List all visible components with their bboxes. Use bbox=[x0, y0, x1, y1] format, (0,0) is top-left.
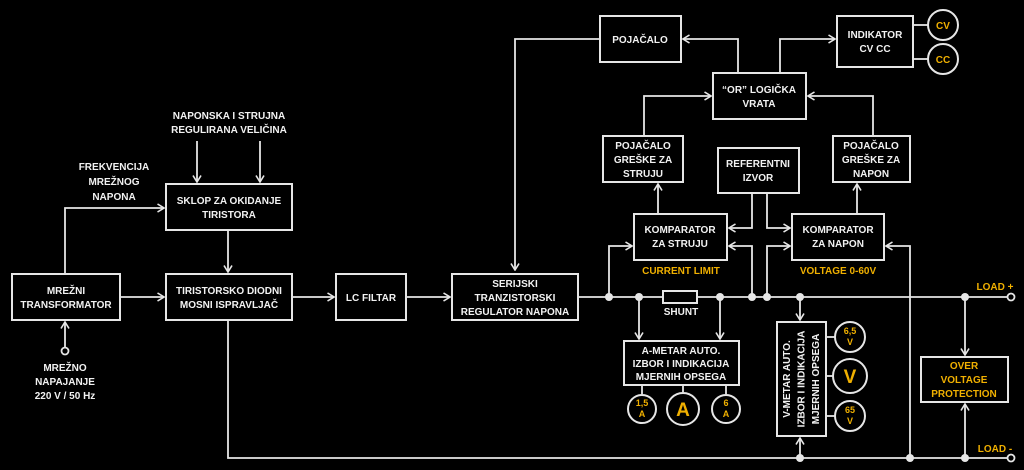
load-plus-terminal bbox=[1006, 292, 1016, 302]
block-pojacalo: POJAČALO bbox=[599, 15, 682, 63]
junction-dot bbox=[961, 454, 969, 462]
shunt-resistor bbox=[662, 290, 698, 304]
junction-dot bbox=[961, 293, 969, 301]
svg-text:6A: 6A bbox=[723, 398, 730, 419]
junction-dot bbox=[796, 454, 804, 462]
mains-input-terminal bbox=[60, 346, 70, 356]
wires bbox=[64, 24, 1008, 459]
svg-text:6,5V: 6,5V bbox=[844, 326, 857, 347]
load-plus-label: LOAD + bbox=[977, 282, 1014, 293]
wire-or-to-amplifier bbox=[683, 39, 739, 73]
junction-dot bbox=[605, 293, 613, 301]
junction-dot bbox=[763, 293, 771, 301]
voltage-range-label: VOLTAGE 0-60V bbox=[800, 266, 877, 277]
junction-dot bbox=[748, 293, 756, 301]
svg-text:V: V bbox=[844, 367, 857, 388]
wire-bus-to-voltage-comparator-left bbox=[766, 246, 790, 297]
junction-dot bbox=[635, 293, 643, 301]
svg-text:CC: CC bbox=[936, 55, 950, 66]
ammeter-display: A bbox=[666, 392, 700, 426]
cc-indicator: CC bbox=[927, 43, 959, 75]
junction-dot bbox=[906, 454, 914, 462]
wire-bus-to-current-comparator-right bbox=[729, 246, 753, 297]
wire-voltage-error-to-or bbox=[808, 96, 874, 136]
wire-bus-to-current-comparator-left bbox=[608, 246, 632, 297]
wire-frequency-to-trigger bbox=[64, 208, 164, 274]
junctions bbox=[605, 293, 969, 462]
cv-indicator: CV bbox=[927, 9, 959, 41]
wire-reference-to-voltage-comparator bbox=[766, 193, 790, 228]
wire-amplifier-to-regulator bbox=[515, 38, 600, 270]
svg-text:1,5A: 1,5A bbox=[636, 398, 649, 419]
load-minus-terminal bbox=[1006, 453, 1016, 463]
wire-negative-bus bbox=[227, 320, 1008, 459]
svg-text:CV: CV bbox=[936, 21, 950, 32]
svg-text:POJAČALO: POJAČALO bbox=[612, 33, 668, 46]
svg-text:LC FILTAR: LC FILTAR bbox=[346, 293, 397, 304]
wire-negative-to-voltage-comparator-right bbox=[886, 246, 911, 458]
current-limit-label: CURRENT LIMIT bbox=[642, 266, 720, 277]
svg-text:65V: 65V bbox=[845, 405, 855, 426]
wire-reference-to-current-comparator bbox=[729, 193, 753, 228]
block-lc-filtar: LC FILTAR bbox=[335, 273, 407, 321]
voltmeter-display: V bbox=[832, 358, 868, 394]
wire-or-to-indicator bbox=[779, 39, 835, 73]
wire-current-error-to-or bbox=[643, 96, 711, 136]
load-minus-label: LOAD - bbox=[978, 444, 1012, 455]
shunt-label: SHUNT bbox=[664, 307, 698, 318]
svg-text:A: A bbox=[676, 400, 690, 421]
junction-dot bbox=[716, 293, 724, 301]
junction-dot bbox=[796, 293, 804, 301]
